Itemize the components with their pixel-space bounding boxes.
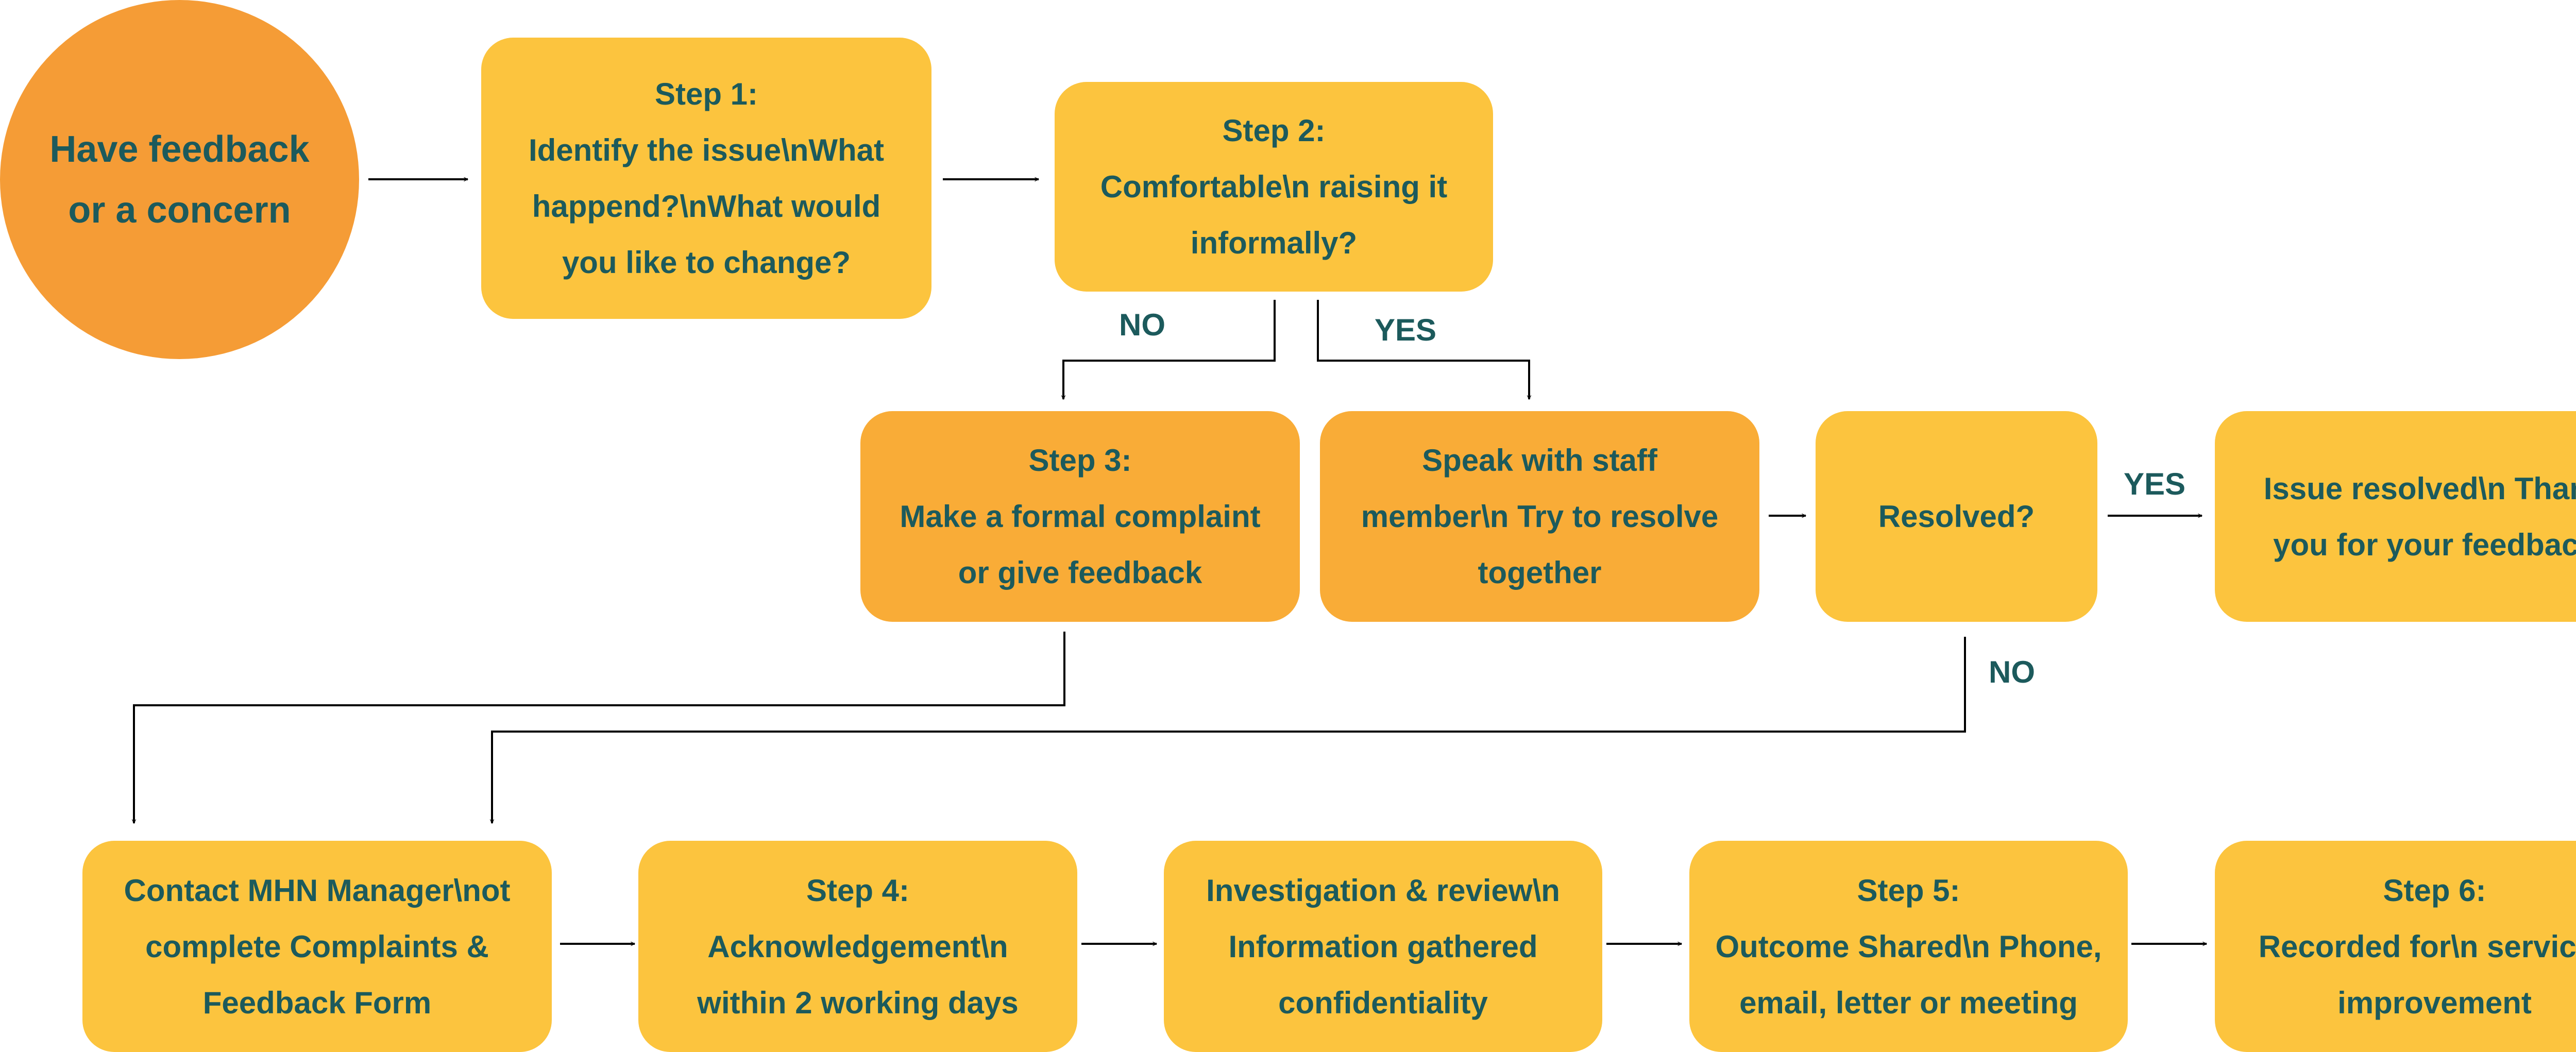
step3-line-2: Make a formal complaint (900, 499, 1261, 534)
step6-line-2: Recorded for\n services (2258, 929, 2576, 964)
step1-box: Step 1: Identify the issue\nWhat happend?\… (481, 38, 931, 319)
step6-box: Step 6: Recorded for\n services improvemen… (2215, 841, 2576, 1052)
step5-box: Step 5: Outcome Shared\n Phone, email, let… (1689, 841, 2128, 1052)
investigation-line-1: Investigation & review\n (1206, 873, 1560, 908)
contact-manager-box: Contact MHN Manager\not complete Complain… (82, 841, 552, 1052)
step4-line-3: within 2 working days (697, 985, 1019, 1020)
step1-line-3: happend?\nWhat would (532, 189, 881, 224)
issue_resolved-line-1: Issue resolved\n Thank (2263, 471, 2576, 506)
step5-line-3: email, letter or meeting (1739, 985, 2078, 1020)
step1-line-4: you like to change? (562, 245, 851, 280)
label-no-informal: NO (1119, 308, 1165, 342)
label-no-resolved: NO (1989, 655, 2035, 689)
step4-line-1: Step 4: (806, 873, 910, 908)
step3-box: Step 3: Make a formal complaint or give fe… (860, 411, 1300, 622)
contact-line-3: Feedback Form (202, 985, 432, 1020)
step2-box: Step 2: Comfortable\n raising it informall… (1055, 82, 1493, 292)
arrow-step2-yes-to-speak (1317, 300, 1529, 399)
step3-line-3: or give feedback (958, 555, 1202, 590)
arrow-resolved-no-to-contact (492, 637, 1966, 823)
investigation-line-3: confidentiality (1278, 985, 1488, 1020)
step6-line-1: Step 6: (2383, 873, 2486, 908)
step4-box: Step 4: Acknowledgement\n within 2 working… (638, 841, 1077, 1052)
start-line-1: Have feedback (49, 128, 310, 170)
label-yes-resolved: YES (2124, 467, 2186, 501)
speak-line-3: together (1478, 555, 1602, 590)
step2-line-3: informally? (1190, 226, 1358, 260)
contact-line-2: complete Complaints & (145, 929, 489, 964)
label-yes-informal: YES (1375, 313, 1437, 347)
issue_resolved-line-2: you for your feedback (2273, 527, 2576, 562)
speak-with-staff-box: Speak with staff member\n Try to resolve t… (1320, 411, 1759, 622)
contact-line-1: Contact MHN Manager\not (124, 873, 511, 908)
arrow-step3-to-contact (134, 632, 1065, 823)
investigation-line-2: Information gathered (1228, 929, 1538, 964)
step5-line-1: Step 5: (1857, 873, 1960, 908)
arrow-step2-no-to-step3 (1063, 300, 1276, 399)
step1-line-2: Identify the issue\nWhat (528, 133, 885, 167)
step1-line-1: Step 1: (654, 77, 758, 111)
start-node: Have feedback or a concern (0, 0, 359, 359)
issue-resolved-box: Issue resolved\n Thank you for your feedb… (2215, 411, 2576, 622)
step4-line-2: Acknowledgement\n (707, 929, 1008, 964)
resolved-line-1: Resolved? (1878, 499, 2035, 534)
resolved-question-box: Resolved? (1816, 411, 2097, 622)
step3-line-1: Step 3: (1028, 443, 1132, 478)
speak-line-2: member\n Try to resolve (1361, 499, 1719, 534)
start-line-2: or a concern (68, 189, 291, 231)
step2-line-1: Step 2: (1222, 113, 1326, 148)
step5-line-2: Outcome Shared\n Phone, (1715, 929, 2102, 964)
step2-line-2: Comfortable\n raising it (1100, 169, 1448, 204)
step6-line-3: improvement (2337, 985, 2532, 1020)
speak-line-1: Speak with staff (1422, 443, 1657, 478)
